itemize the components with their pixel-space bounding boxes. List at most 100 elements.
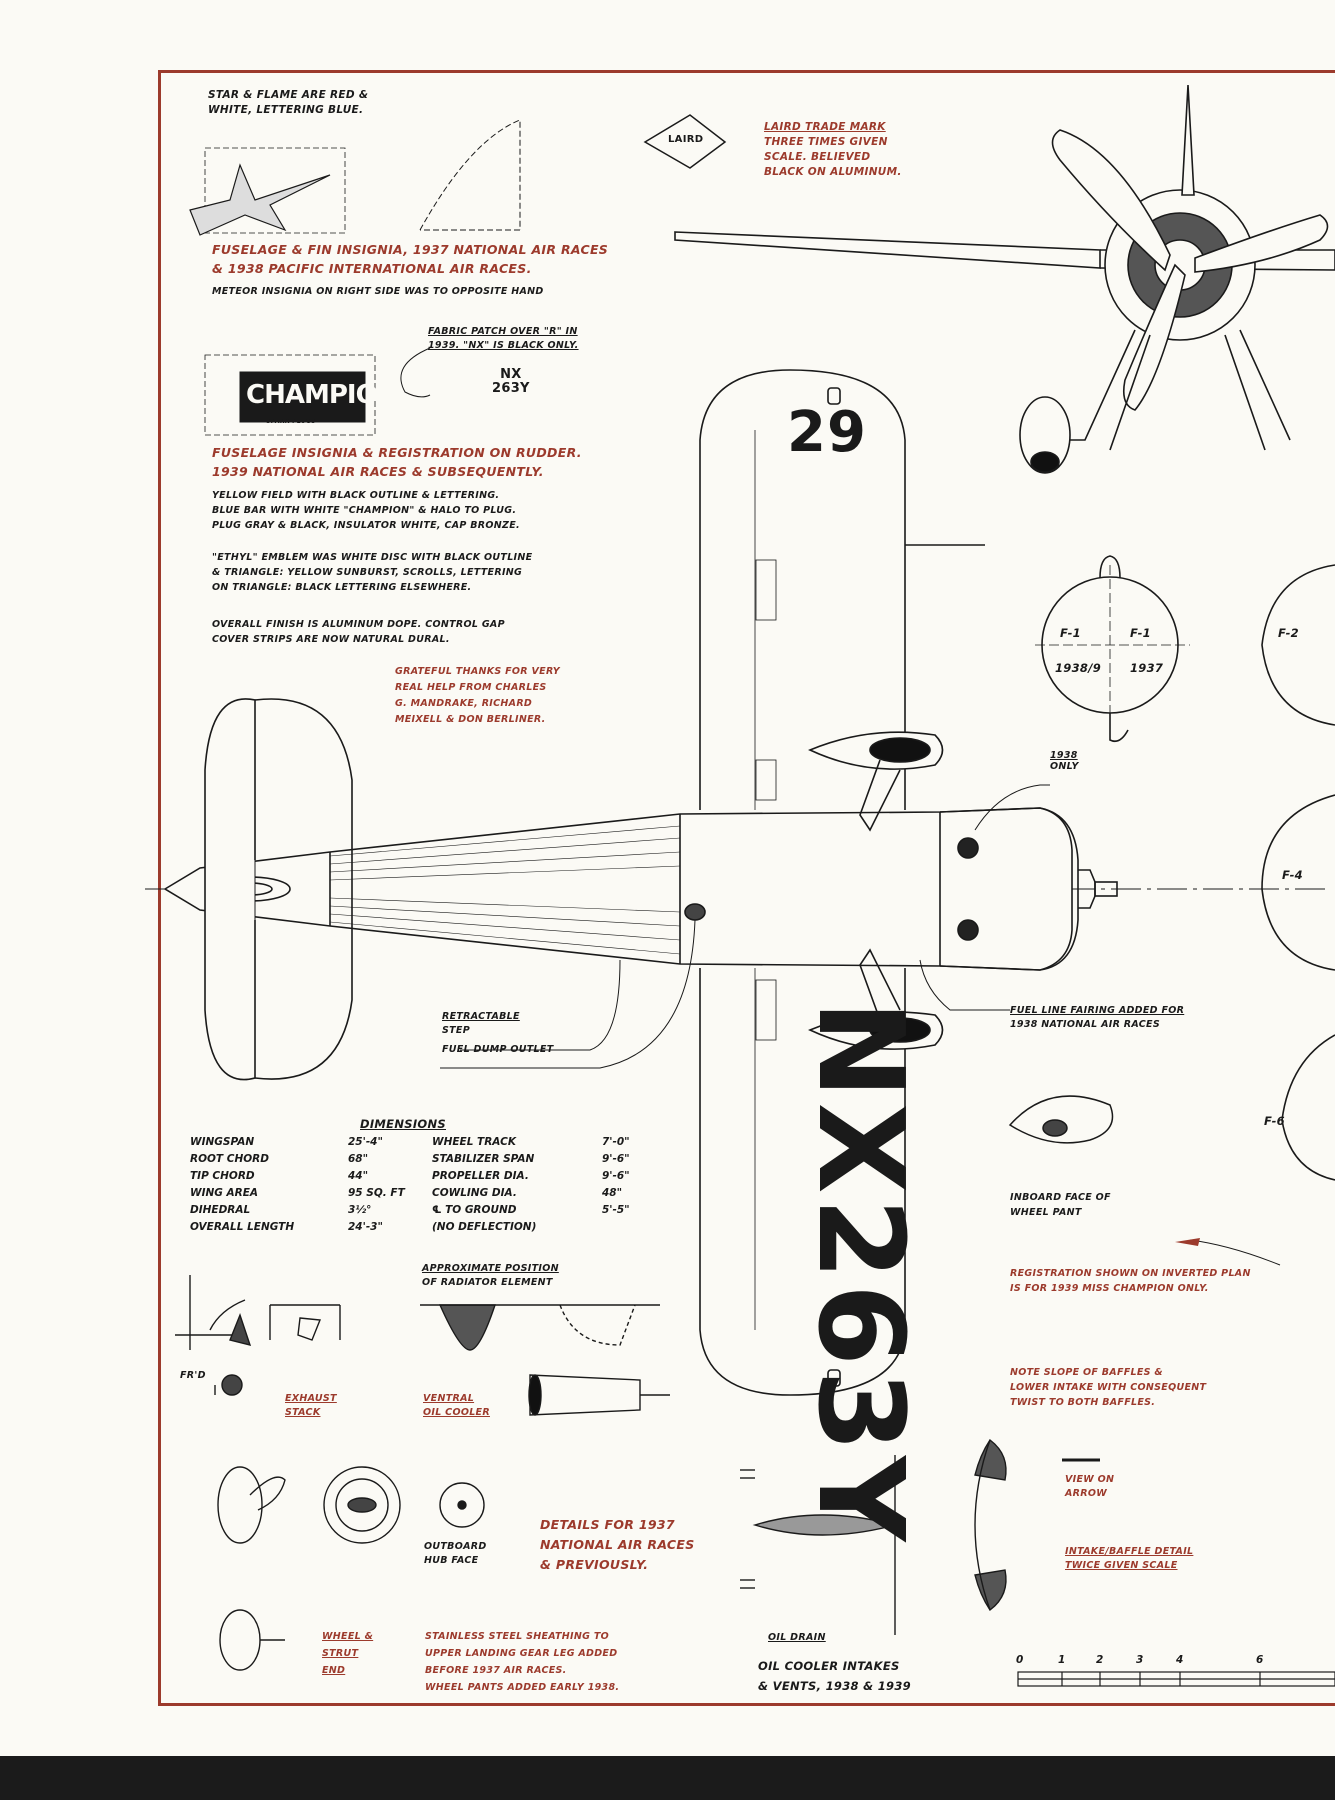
wheel-strut-line: END bbox=[322, 1665, 346, 1676]
section-f6: F-6 bbox=[1264, 1114, 1285, 1128]
only-line: 1938 bbox=[1050, 750, 1078, 761]
laird-title: LAIRD TRADE MARK bbox=[764, 121, 886, 133]
stainless-line: UPPER LANDING GEAR LEG ADDED bbox=[425, 1648, 618, 1659]
details-line: DETAILS FOR 1937 bbox=[540, 1517, 675, 1532]
dimensions-title: DIMENSIONS bbox=[360, 1117, 446, 1131]
red-border-frame bbox=[158, 70, 1335, 1706]
dimension-label: COWLING DIA. bbox=[432, 1187, 517, 1199]
ethyl-line: "ETHYL" EMBLEM WAS WHITE DISC WITH BLACK… bbox=[212, 552, 533, 563]
dimension-label: TIP CHORD bbox=[190, 1170, 255, 1182]
stainless-line: STAINLESS STEEL SHEATHING TO bbox=[425, 1631, 609, 1642]
stainless-note: STAINLESS STEEL SHEATHING TO UPPER LANDI… bbox=[425, 1628, 619, 1696]
fabric-line: 1939. "NX" IS BLACK ONLY. bbox=[428, 340, 579, 351]
dimension-label: PROPELLER DIA. bbox=[432, 1170, 529, 1182]
section-f4: F-4 bbox=[1282, 868, 1303, 882]
color-notes: YELLOW FIELD WITH BLACK OUTLINE & LETTER… bbox=[212, 488, 520, 533]
baffles-line: TWIST TO BOTH BAFFLES. bbox=[1010, 1397, 1156, 1408]
stainless-line: BEFORE 1937 AIR RACES. bbox=[425, 1665, 567, 1676]
view-on-arrow-label: VIEW ON ARROW bbox=[1065, 1473, 1114, 1501]
dimension-label: WHEEL TRACK bbox=[432, 1136, 516, 1148]
dimension-label: OVERALL LENGTH bbox=[190, 1221, 295, 1233]
dimension-value: 24'-3" bbox=[348, 1221, 383, 1233]
star-flame-line: WHITE, LETTERING BLUE. bbox=[208, 104, 364, 116]
dimension-value: 48" bbox=[602, 1187, 623, 1199]
rudder-caption: FUSELAGE INSIGNIA & REGISTRATION ON RUDD… bbox=[212, 443, 582, 481]
dimension-label: ROOT CHORD bbox=[190, 1153, 269, 1165]
dimension-value: 25'-4" bbox=[348, 1136, 383, 1148]
yellow-line: BLUE BAR WITH WHITE "CHAMPION" & HALO TO… bbox=[212, 505, 517, 516]
baffles-line: LOWER INTAKE WITH CONSEQUENT bbox=[1010, 1382, 1207, 1393]
dimension-label: WINGSPAN bbox=[190, 1136, 255, 1148]
registration-note: REGISTRATION SHOWN ON INVERTED PLAN IS F… bbox=[1010, 1266, 1251, 1296]
fabric-line: FABRIC PATCH OVER "R" IN bbox=[428, 326, 578, 337]
thanks-line: REAL HELP FROM CHARLES bbox=[395, 682, 547, 693]
inboard-line: INBOARD FACE OF bbox=[1010, 1192, 1111, 1203]
details-line: NATIONAL AIR RACES bbox=[540, 1537, 695, 1552]
champion-spark: SPARK bbox=[266, 418, 290, 425]
view-line: ARROW bbox=[1065, 1488, 1108, 1499]
thanks-line: G. MANDRAKE, RICHARD bbox=[395, 698, 533, 709]
section-f1-left: F-1 bbox=[1060, 626, 1081, 640]
dimension-label: ℄ TO GROUND bbox=[432, 1204, 517, 1216]
baffles-line: NOTE SLOPE OF BAFFLES & bbox=[1010, 1367, 1164, 1378]
scale-6: 6 bbox=[1256, 1654, 1264, 1666]
fin-insignia-caption: FUSELAGE & FIN INSIGNIA, 1937 NATIONAL A… bbox=[212, 240, 608, 278]
oil-cooler-caption: OIL COOLER INTAKES & VENTS, 1938 & 1939 bbox=[758, 1656, 911, 1696]
fin-insignia-line: FUSELAGE & FIN INSIGNIA, 1937 NATIONAL A… bbox=[212, 242, 609, 257]
scale-3: 3 bbox=[1136, 1654, 1144, 1666]
intake-line: TWICE GIVEN SCALE bbox=[1065, 1560, 1178, 1571]
dimension-value: 3½° bbox=[348, 1204, 372, 1216]
laird-line: BLACK ON ALUMINUM. bbox=[764, 166, 902, 178]
view-line: VIEW ON bbox=[1065, 1474, 1115, 1485]
dimension-value: 95 sq. ft bbox=[348, 1187, 405, 1199]
wheel-strut-line: STRUT bbox=[322, 1648, 359, 1659]
exhaust-line: EXHAUST bbox=[285, 1393, 337, 1404]
stainless-line: WHEEL PANTS ADDED EARLY 1938. bbox=[425, 1682, 620, 1693]
radiator-line: OF RADIATOR ELEMENT bbox=[422, 1277, 553, 1288]
yellow-line: PLUG GRAY & BLACK, INSULATOR WHITE, CAP … bbox=[212, 520, 520, 531]
fuel-line: FUEL LINE FAIRING ADDED FOR bbox=[1010, 1005, 1185, 1016]
retractable-step-label: RETRACTABLE STEP bbox=[442, 1010, 520, 1038]
ethyl-notes: "ETHYL" EMBLEM WAS WHITE DISC WITH BLACK… bbox=[212, 550, 532, 595]
ethyl-line: & TRIANGLE: YELLOW SUNBURST, SCROLLS, LE… bbox=[212, 567, 523, 578]
forward-label: FR'D bbox=[180, 1370, 206, 1381]
registration-line: IS FOR 1939 MISS CHAMPION ONLY. bbox=[1010, 1283, 1209, 1294]
details-1937-note: DETAILS FOR 1937 NATIONAL AIR RACES & PR… bbox=[540, 1515, 695, 1575]
dimension-label: STABILIZER SPAN bbox=[432, 1153, 535, 1165]
retractable-line: STEP bbox=[442, 1025, 470, 1036]
champion-logo: CHAMPION bbox=[246, 380, 398, 410]
inboard-line: WHEEL PANT bbox=[1010, 1207, 1082, 1218]
exhaust-line: STACK bbox=[285, 1407, 321, 1418]
dimension-value: 7'-0" bbox=[602, 1136, 630, 1148]
ventral-line: VENTRAL bbox=[423, 1393, 475, 1404]
thanks-note: GRATEFUL THANKS FOR VERY REAL HELP FROM … bbox=[395, 664, 560, 728]
laird-badge: LAIRD bbox=[668, 134, 704, 145]
oil-drain-label: OIL DRAIN bbox=[768, 1632, 826, 1643]
finish-line: COVER STRIPS ARE NOW NATURAL DURAL. bbox=[212, 634, 450, 645]
yellow-line: YELLOW FIELD WITH BLACK OUTLINE & LETTER… bbox=[212, 490, 500, 501]
section-f1-right: F-1 bbox=[1130, 626, 1151, 640]
bottom-black-bar bbox=[0, 1756, 1335, 1800]
registration-line: REGISTRATION SHOWN ON INVERTED PLAN bbox=[1010, 1268, 1251, 1279]
dimension-value: 9'-6" bbox=[602, 1153, 630, 1165]
registration-marking: NX263Y bbox=[792, 1000, 930, 1546]
fin-insignia-line: & 1938 PACIFIC INTERNATIONAL AIR RACES. bbox=[212, 261, 532, 276]
fuel-line-note: FUEL LINE FAIRING ADDED FOR 1938 NATIONA… bbox=[1010, 1004, 1184, 1032]
outboard-line: HUB FACE bbox=[424, 1555, 479, 1566]
outboard-hub-label: OUTBOARD HUB FACE bbox=[424, 1540, 487, 1568]
outboard-line: OUTBOARD bbox=[424, 1541, 487, 1552]
star-flame-line: STAR & FLAME ARE RED & bbox=[208, 89, 369, 101]
thanks-line: GRATEFUL THANKS FOR VERY bbox=[395, 666, 560, 677]
laird-line: SCALE. BELIEVED bbox=[764, 151, 871, 163]
only-1938-note: 1938 ONLY bbox=[1050, 750, 1079, 772]
wheel-strut-label: WHEEL & STRUT END bbox=[322, 1628, 373, 1679]
wheel-strut-line: WHEEL & bbox=[322, 1631, 374, 1642]
fuel-line: 1938 NATIONAL AIR RACES bbox=[1010, 1019, 1160, 1030]
finish-line: OVERALL FINISH IS ALUMINUM DOPE. CONTROL… bbox=[212, 619, 505, 630]
radiator-label: APPROXIMATE POSITION OF RADIATOR ELEMENT bbox=[422, 1262, 559, 1290]
fabric-patch-note: FABRIC PATCH OVER "R" IN 1939. "NX" IS B… bbox=[428, 325, 579, 353]
rudder-line: 1939 NATIONAL AIR RACES & SUBSEQUENTLY. bbox=[212, 464, 544, 479]
ethyl-line: ON TRIANGLE: BLACK LETTERING ELSEWHERE. bbox=[212, 582, 472, 593]
only-line: ONLY bbox=[1050, 761, 1079, 772]
